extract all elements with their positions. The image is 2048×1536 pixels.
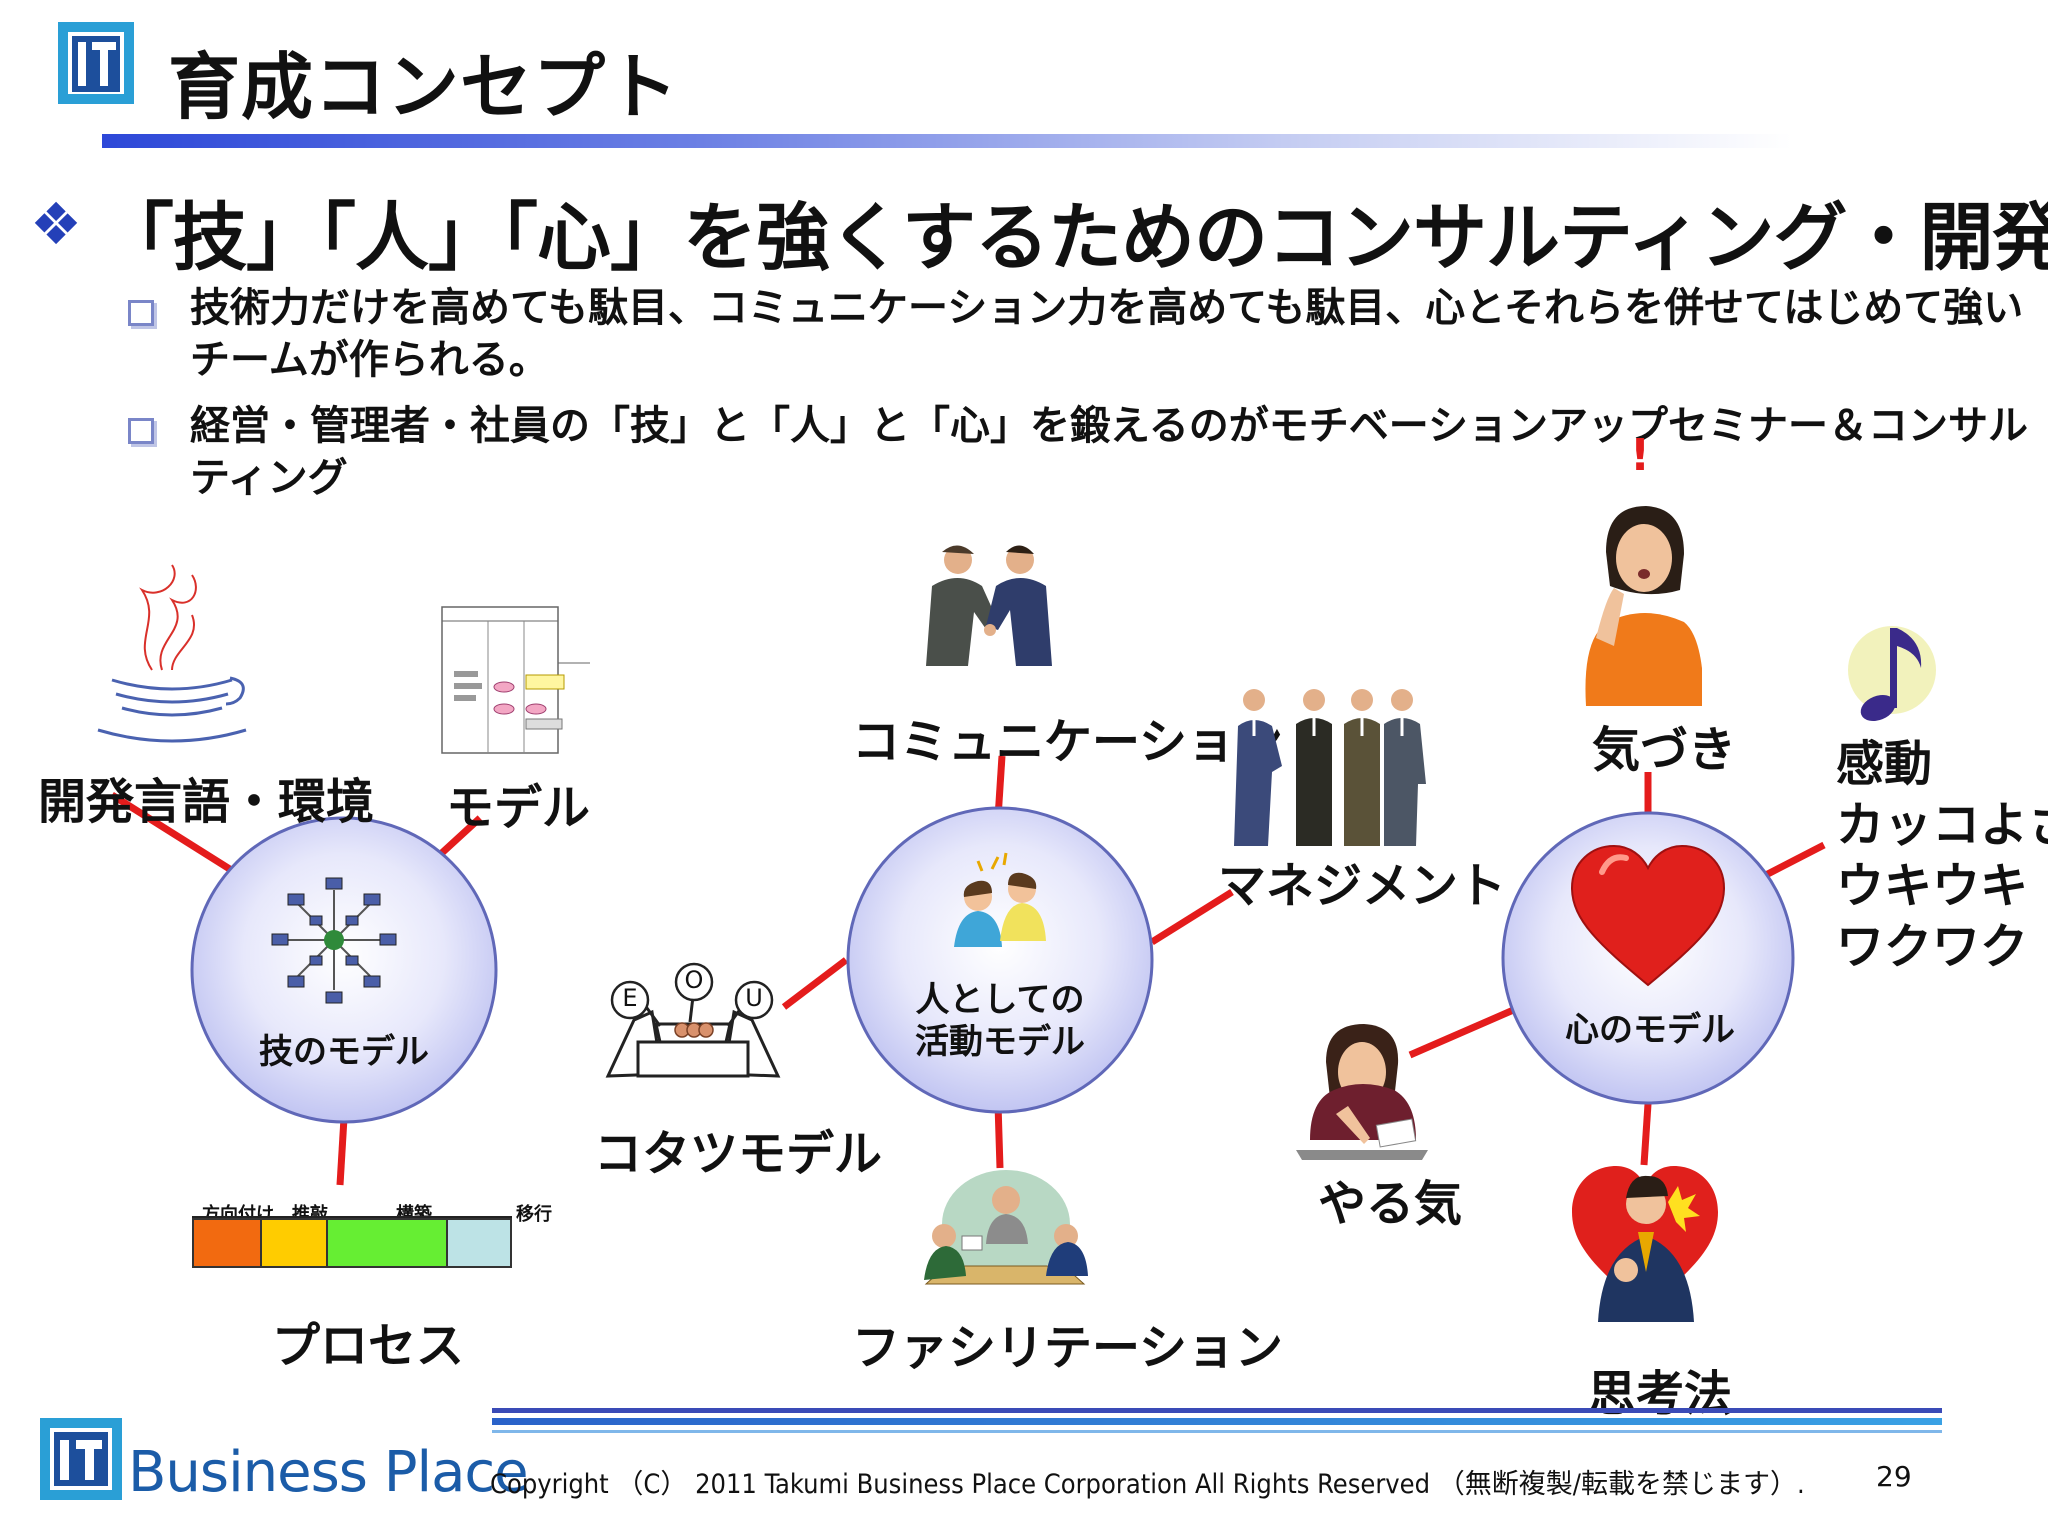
emotion-word: ワクワク bbox=[1836, 919, 2029, 975]
kotatsu-letter-u: U bbox=[745, 984, 763, 1012]
awareness-person-icon bbox=[1585, 506, 1702, 706]
thinking-node-label: 思考法 bbox=[1588, 1366, 1733, 1422]
kotatsu-model-icon bbox=[605, 962, 781, 1078]
motivation-node-label: やる気 bbox=[1318, 1176, 1463, 1232]
process-baseline bbox=[192, 1216, 512, 1218]
language-node-label: 開発言語・環境 bbox=[38, 774, 375, 830]
network-icon bbox=[271, 877, 397, 1004]
process-stage-label: 移行 bbox=[516, 1204, 552, 1225]
footer-brand: Business Place bbox=[128, 1440, 529, 1505]
music-note-icon bbox=[1848, 626, 1936, 722]
emotion-word: ウキウキ bbox=[1836, 858, 2029, 914]
square-bullet-icon bbox=[128, 418, 154, 444]
java-coffee-cup-icon bbox=[97, 564, 247, 743]
handshake-icon bbox=[926, 545, 1052, 666]
awareness-node-label: 気づき bbox=[1592, 722, 1737, 778]
process-node-label: プロセス bbox=[272, 1318, 465, 1374]
kotatsu-letter-e: E bbox=[622, 984, 638, 1012]
process-stage-elaboration bbox=[260, 1218, 328, 1268]
connector-emotion bbox=[1758, 841, 1826, 882]
footer-rule bbox=[492, 1430, 1942, 1433]
square-bullet-icon bbox=[128, 300, 154, 326]
emotion-word: 感動 bbox=[1836, 736, 1933, 792]
connector-process bbox=[336, 1117, 348, 1186]
page-title: 育成コンセプト bbox=[168, 45, 680, 129]
bullet-point-1: 技術力だけを高めても駄目、コミュニケーション力を高めても駄目、心とそれらを併せて… bbox=[190, 285, 2024, 383]
model-node-label: モデル bbox=[446, 780, 591, 836]
communication-node-label: コミュニケーション bbox=[852, 714, 1284, 770]
discussion-people-icon bbox=[954, 852, 1046, 947]
tech-model-label: 技のモデル bbox=[259, 1032, 429, 1072]
process-stage-inception bbox=[192, 1218, 262, 1268]
kotatsu-letter-o: O bbox=[684, 966, 704, 994]
meeting-table-icon bbox=[924, 1170, 1088, 1285]
heart-icon bbox=[1570, 844, 1726, 987]
footer-logo-icon bbox=[40, 1418, 122, 1500]
connector-thinking bbox=[1640, 1103, 1652, 1166]
connector-kotatsu bbox=[781, 957, 849, 1010]
company-logo-icon bbox=[58, 22, 134, 104]
human-model-circle bbox=[846, 806, 1154, 1114]
title-underline bbox=[102, 134, 1792, 148]
process-stage-transition bbox=[446, 1218, 512, 1268]
facilitation-node-label: ファシリテーション bbox=[852, 1320, 1284, 1376]
business-team-icon bbox=[1234, 689, 1426, 846]
connector-facilitation bbox=[994, 1103, 1004, 1169]
passionate-man-icon bbox=[1572, 1166, 1718, 1322]
kotatsu-node-label: コタツモデル bbox=[594, 1126, 883, 1182]
heart-highlight-icon bbox=[1599, 854, 1629, 875]
connector-language bbox=[110, 792, 238, 876]
human-model-label-line2: 活動モデル bbox=[915, 1022, 1085, 1062]
main-heading: 「技」「人」「心」を強くするためのコンサルティング・開発力 bbox=[100, 195, 2048, 281]
footer-rule bbox=[492, 1408, 1942, 1413]
connector-motivation bbox=[1408, 1004, 1520, 1059]
footer-rule bbox=[492, 1418, 1942, 1425]
bullet-point-2: 経営・管理者・社員の「技」と「人」と「心」を鍛えるのがモチベーションアップセミナ… bbox=[190, 403, 2028, 501]
page-number: 29 bbox=[1876, 1460, 1912, 1493]
emotion-node-label: 感動 カッコよさ ウキウキ ワクワク bbox=[1836, 734, 2048, 978]
process-stage-construction bbox=[326, 1218, 448, 1268]
heart-model-label: 心のモデル bbox=[1565, 1010, 1735, 1050]
tech-model-circle bbox=[190, 816, 498, 1124]
copyright-text: Copyright （C） 2011 Takumi Business Place… bbox=[490, 1469, 1805, 1500]
activity-diagram-icon bbox=[441, 606, 590, 754]
exclamation-mark: ! bbox=[1630, 430, 1651, 481]
thinking-woman-icon bbox=[1296, 1024, 1428, 1160]
diamond-bullet-icon: ❖ bbox=[30, 190, 82, 258]
emotion-word: カッコよさ bbox=[1836, 797, 2048, 853]
human-model-label-line1: 人としての bbox=[915, 980, 1085, 1020]
connector-management bbox=[1150, 889, 1234, 945]
management-node-label: マネジメント bbox=[1218, 858, 1507, 914]
